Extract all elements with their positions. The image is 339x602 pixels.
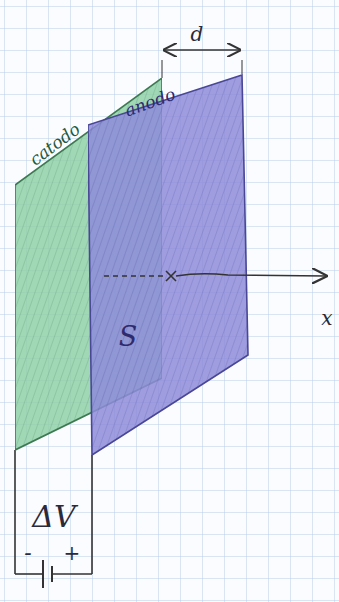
dimension-arrow xyxy=(162,50,242,78)
anode-plate: anodoS xyxy=(88,74,250,457)
pencil-hatching xyxy=(88,74,250,457)
voltage-label: ΔV xyxy=(32,502,75,532)
polarity-sign: - xyxy=(24,542,31,564)
circuit-wires xyxy=(15,450,92,588)
polarity-sign: + xyxy=(64,543,81,563)
distance-label: d xyxy=(191,24,204,44)
x-axis xyxy=(104,271,326,281)
plate-outline xyxy=(88,74,250,457)
surface-label: S xyxy=(119,323,138,350)
axis-label: x xyxy=(321,308,332,328)
